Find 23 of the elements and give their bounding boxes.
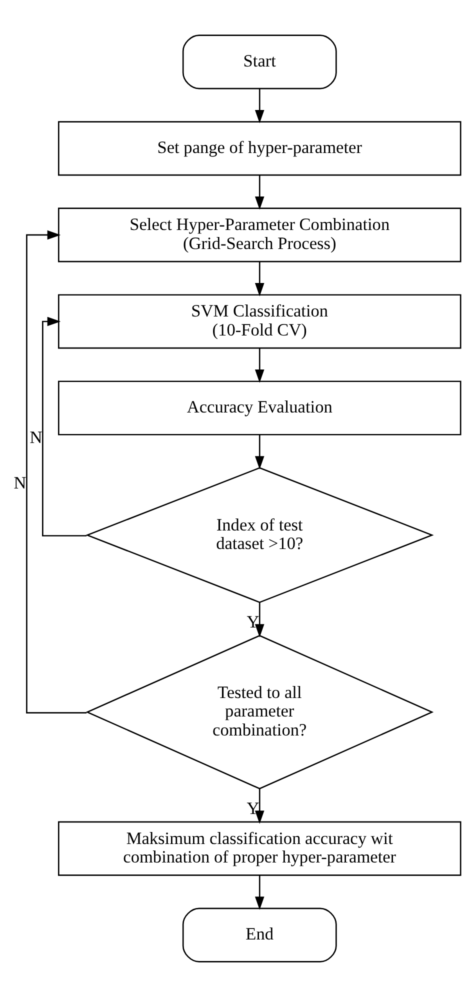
arrow — [254, 788, 264, 824]
edge-label: N — [30, 428, 42, 447]
edge-label: N — [14, 472, 26, 492]
node-box: Set pange of hyper-parameter — [58, 120, 462, 176]
arrow — [254, 348, 264, 382]
arrow — [254, 602, 264, 637]
node-box: Accuracy Evaluation — [58, 380, 462, 435]
node-box: End — [182, 907, 337, 962]
node-box: SVM Classification (10-Fold CV) — [58, 294, 462, 348]
arrow — [26, 230, 87, 713]
node-diamond: Tested to all parameter combination? — [86, 634, 434, 789]
arrow — [254, 88, 264, 123]
arrow — [254, 174, 264, 210]
arrow — [42, 316, 87, 536]
node-box: Select Hyper-Parameter Combination (Grid-Search Process) — [58, 207, 462, 262]
arrow — [254, 874, 264, 910]
node-diamond: Index of test dataset >10? — [85, 466, 434, 603]
node-box: Start — [182, 34, 337, 89]
edge-label: Y — [246, 612, 260, 631]
arrow — [254, 261, 264, 296]
edge-label: Y — [246, 798, 260, 818]
arrow — [254, 434, 264, 469]
node-box: Maksimum classification accuracy wit combination of proper hyper-parameter — [58, 820, 462, 876]
